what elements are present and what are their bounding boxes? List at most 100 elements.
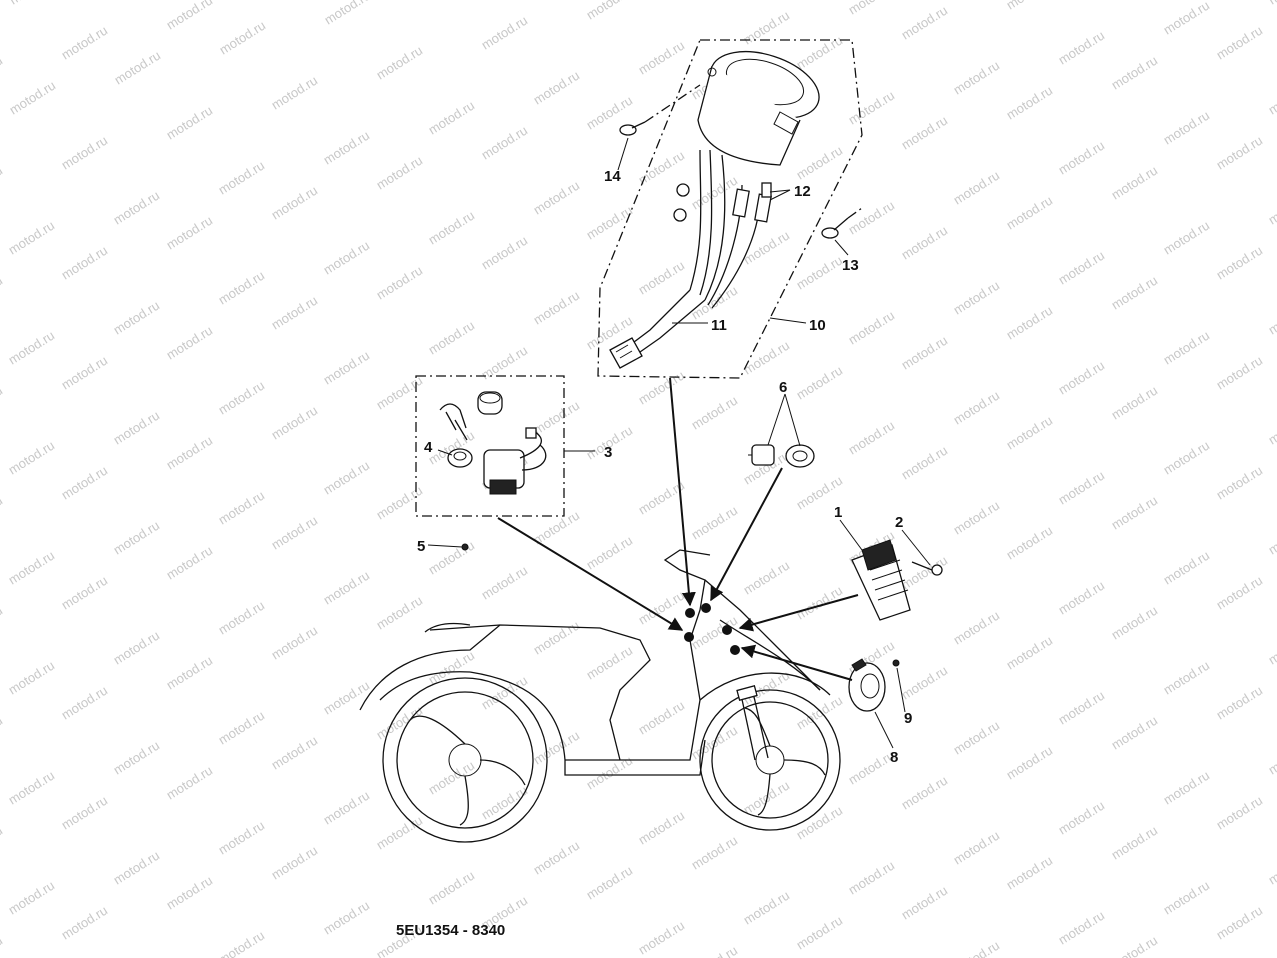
watermark-text: motod.ru	[0, 163, 5, 203]
watermark-text: motod.ru	[164, 103, 215, 143]
watermark-text: motod.ru	[531, 728, 582, 768]
watermark-text: motod.ru	[7, 0, 58, 8]
watermark-text: motod.ru	[0, 53, 5, 93]
watermark-text: motod.ru	[951, 608, 1002, 648]
keys	[439, 403, 468, 441]
watermark-text: motod.ru	[1109, 493, 1160, 533]
watermark-text: motod.ru	[1161, 0, 1212, 38]
leader-lines	[427, 137, 931, 749]
watermark-text: motod.ru	[794, 583, 845, 623]
watermark-text: motod.ru	[479, 123, 530, 163]
watermark-text: motod.ru	[951, 938, 1002, 958]
watermark-text: motod.ru	[1109, 713, 1160, 753]
main-switch-group-outline	[415, 375, 565, 517]
watermark-text: motod.ru	[0, 603, 5, 643]
watermark-text: motod.ru	[269, 733, 320, 773]
watermark-text: motod.ru	[164, 213, 215, 253]
watermark-text: motod.ru	[531, 838, 582, 878]
watermark-text: motod.ru	[1056, 688, 1107, 728]
mount-points	[684, 603, 740, 655]
nuts	[673, 183, 690, 222]
watermark-text: motod.ru	[1004, 413, 1055, 453]
watermark-text: motod.ru	[216, 928, 267, 958]
watermark-text: motod.ru	[1266, 78, 1277, 118]
watermark-text: motod.ru	[6, 768, 57, 808]
watermark-text: motod.ru	[426, 208, 477, 248]
callout-8: 8	[890, 749, 898, 766]
watermark-text: motod.ru	[741, 888, 792, 928]
watermark-text: motod.ru	[0, 713, 5, 753]
watermark-text: motod.ru	[584, 863, 635, 903]
watermark-text: motod.ru	[164, 323, 215, 363]
watermark-text: motod.ru	[636, 918, 687, 958]
watermark-text: motod.ru	[269, 843, 320, 883]
watermark-text: motod.ru	[7, 78, 58, 118]
watermark-text: motod.ru	[0, 273, 5, 313]
watermark-text: motod.ru	[0, 823, 5, 863]
regulator-unit	[851, 539, 911, 621]
speedometer-group-outline	[597, 39, 863, 379]
watermark-text: motod.ru	[164, 653, 215, 693]
watermark-text: motod.ru	[6, 548, 57, 588]
watermark-text: motod.ru	[741, 8, 792, 48]
watermark-text: motod.ru	[111, 628, 162, 668]
watermark-text: motod.ru	[479, 563, 530, 603]
watermark-text: motod.ru	[1161, 108, 1212, 148]
watermark-text: motod.ru	[1109, 603, 1160, 643]
watermark-text: motod.ru	[1214, 793, 1265, 833]
watermark-text: motod.ru	[794, 33, 845, 73]
watermark-text: motod.ru	[1004, 743, 1055, 783]
watermark-text: motod.ru	[899, 113, 950, 153]
watermark-text: motod.ru	[1214, 903, 1265, 943]
watermark-text: motod.ru	[479, 13, 530, 53]
watermark-text: motod.ru	[426, 538, 477, 578]
watermark-text: motod.ru	[59, 133, 110, 173]
watermark-text: motod.ru	[951, 168, 1002, 208]
watermark-text: motod.ru	[164, 0, 215, 33]
watermark-text: motod.ru	[1161, 768, 1212, 808]
watermark-text: motod.ru	[741, 558, 792, 598]
watermark-text: motod.ru	[531, 178, 582, 218]
watermark-text: motod.ru	[1214, 133, 1265, 173]
watermark-text: motod.ru	[951, 388, 1002, 428]
watermark-text: motod.ru	[111, 848, 162, 888]
watermark-text: motod.ru	[741, 778, 792, 818]
callout-6: 6	[779, 379, 787, 396]
callout-labels: 14 12 13 11 10 6 3 4 5 1 2 9 8	[417, 168, 912, 766]
watermark-text: motod.ru	[59, 353, 110, 393]
watermark-text: motod.ru	[951, 828, 1002, 868]
watermark-text: motod.ru	[899, 3, 950, 43]
watermark-text: motod.ru	[216, 708, 267, 748]
watermark-text: motod.ru	[1004, 633, 1055, 673]
watermark-text: motod.ru	[374, 263, 425, 303]
watermark-text: motod.ru	[0, 383, 5, 423]
watermark-text: motod.ru	[1266, 298, 1277, 338]
watermark-text: motod.ru	[689, 833, 740, 873]
watermark-text: motod.ru	[426, 98, 477, 138]
watermark-text: motod.ru	[1266, 738, 1277, 778]
assembly-arrows	[497, 377, 859, 681]
watermark-text: motod.ru	[584, 533, 635, 573]
watermark-text: motod.ru	[1056, 138, 1107, 178]
watermark-text: motod.ru	[1109, 53, 1160, 93]
watermark-text: motod.ru	[216, 158, 267, 198]
watermark-text: motod.ru	[216, 268, 267, 308]
watermark-text: motod.ru	[1214, 463, 1265, 503]
watermark-text: motod.ru	[951, 58, 1002, 98]
watermark-text: motod.ru	[1109, 823, 1160, 863]
watermark-text: motod.ru	[899, 333, 950, 373]
watermark-text: motod.ru	[1056, 358, 1107, 398]
watermark-text: motod.ru	[899, 883, 950, 923]
watermark-text: motod.ru	[846, 418, 897, 458]
watermark-text: motod.ru	[6, 328, 57, 368]
mount-point	[701, 603, 711, 613]
watermark-text: motod.ru	[951, 498, 1002, 538]
callout-2: 2	[895, 514, 903, 531]
mount-point	[730, 645, 740, 655]
watermark-text: motod.ru	[636, 368, 687, 408]
watermark-text: motod.ru	[1161, 658, 1212, 698]
watermark-text: motod.ru	[59, 793, 110, 833]
watermark-text: motod.ru	[1056, 248, 1107, 288]
